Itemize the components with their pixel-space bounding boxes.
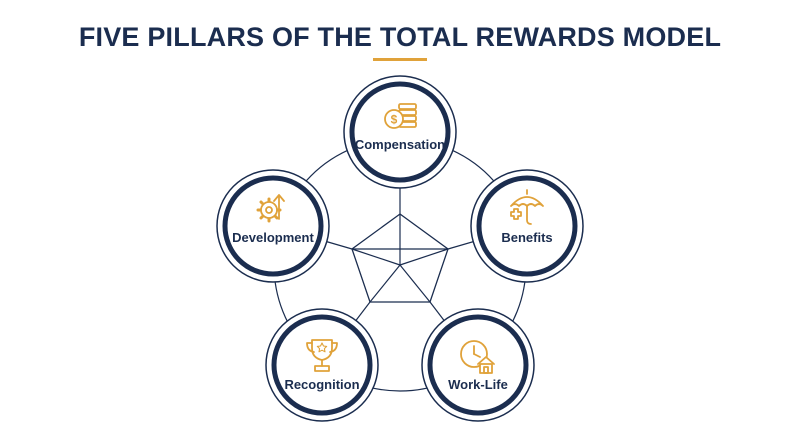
node-inner-ring (476, 175, 578, 277)
pillar-label-recognition: Recognition (284, 377, 359, 392)
pillar-work-life: Work-Life (421, 308, 535, 422)
trophy-icon (306, 339, 338, 372)
node-inner-ring (222, 175, 324, 277)
pillar-label-work-life: Work-Life (448, 377, 508, 392)
inner-star (351, 214, 449, 303)
node-inner-ring (349, 81, 451, 183)
umbrella-health-icon (510, 189, 544, 225)
star-line-4 (399, 264, 431, 303)
page-title: FIVE PILLARS OF THE TOTAL REWARDS MODEL (78, 22, 722, 52)
star-line-5 (351, 248, 401, 266)
pillar-label-benefits: Benefits (501, 230, 552, 245)
star-line-6 (399, 248, 449, 266)
coins-dollar-icon: $ (384, 103, 417, 129)
pillar-recognition: Recognition (265, 308, 379, 422)
pillar-benefits: Benefits (470, 169, 584, 283)
svg-text:$: $ (391, 113, 398, 127)
pillar-label-development: Development (232, 230, 314, 245)
pillar-label-compensation: Compensation (355, 137, 445, 152)
node-inner-ring (427, 314, 529, 416)
pillar-development: Development (216, 169, 330, 283)
title-underline (373, 58, 427, 61)
inner-pentagon (351, 213, 449, 303)
star-line-3 (369, 264, 401, 303)
clock-home-icon (460, 340, 495, 374)
gear-arrow-icon (256, 194, 285, 223)
pillar-compensation: $ Compensation (343, 75, 457, 189)
